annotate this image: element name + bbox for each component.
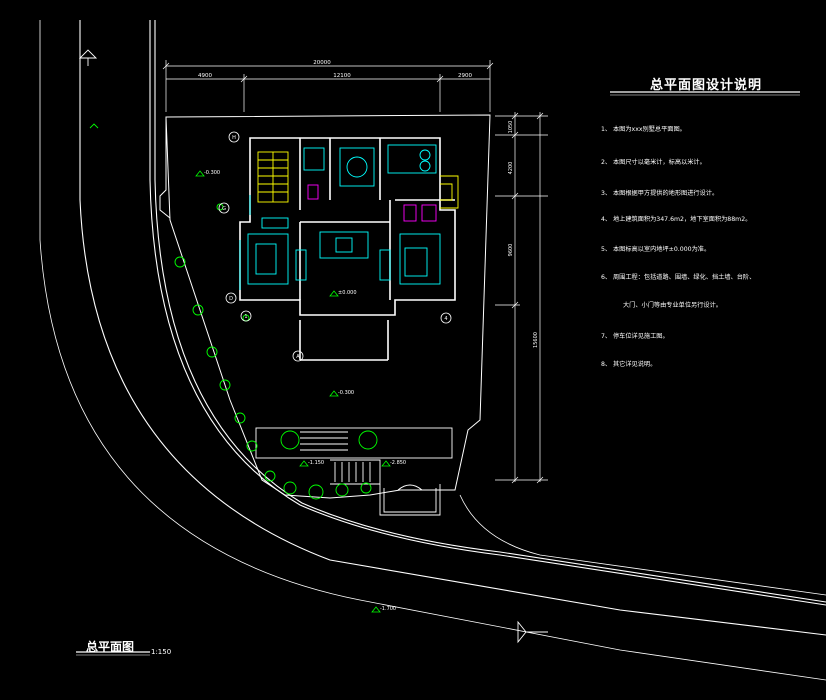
dim-v4: 15600 bbox=[533, 332, 539, 348]
dim-v1: 1050 bbox=[508, 121, 514, 134]
note-text: 本图为xxx别墅总平面图。 bbox=[613, 126, 686, 133]
note-item: 7、停车位详见施工图。 bbox=[601, 333, 669, 341]
note-number: 4、 bbox=[601, 216, 612, 223]
elev-2: ±0.000 bbox=[338, 290, 357, 296]
note-number: 8、 bbox=[601, 361, 612, 368]
stairs bbox=[257, 151, 459, 209]
road bbox=[39, 20, 826, 681]
note-number: 3、 bbox=[601, 190, 612, 197]
note-text: 本图标高以室内地坪±0.000为准。 bbox=[613, 246, 711, 253]
note-text: 本图根据甲方提供的地形图进行设计。 bbox=[613, 190, 719, 197]
note-number: 1、 bbox=[601, 126, 612, 133]
property-boundary bbox=[159, 114, 491, 499]
elev-1: -0.300 bbox=[204, 170, 220, 176]
axis-bubbles bbox=[218, 131, 452, 362]
right-dimensions bbox=[495, 112, 548, 484]
note-number: 5、 bbox=[601, 246, 612, 253]
note-item: 8、其它详见说明。 bbox=[601, 361, 656, 369]
note-text: 本图尺寸以毫米计，标高以米计。 bbox=[613, 159, 706, 166]
note-item: 1、本图为xxx别墅总平面图。 bbox=[601, 126, 686, 134]
bathroom-fixtures bbox=[307, 184, 437, 222]
axis-1: 1 bbox=[244, 314, 247, 320]
note-item: 5、本图标高以室内地坪±0.000为准。 bbox=[601, 246, 710, 254]
elev-5: -2.850 bbox=[390, 460, 406, 466]
trees bbox=[174, 203, 378, 500]
note-number: 7、 bbox=[601, 333, 612, 340]
dim-left: 4900 bbox=[198, 73, 212, 79]
note-item: 2、本图尺寸以毫米计，标高以米计。 bbox=[601, 159, 706, 167]
axis-d: D bbox=[229, 296, 233, 302]
plan-scale: 1:150 bbox=[151, 648, 172, 656]
dim-v3: 9600 bbox=[508, 244, 514, 257]
lamp-icon bbox=[78, 49, 98, 66]
room-fixtures bbox=[239, 144, 441, 290]
note-text: 大门、小门等由专业单位另行设计。 bbox=[623, 302, 722, 309]
note-number: 6、 bbox=[601, 274, 612, 281]
notes-title: 总平面图设计说明 bbox=[650, 78, 763, 93]
axis-4: 4 bbox=[444, 316, 447, 322]
note-item: 大门、小门等由专业单位另行设计。 bbox=[623, 302, 722, 310]
note-number: 2、 bbox=[601, 159, 612, 166]
note-text: 地上建筑面积为347.6m2，地下室面积为88m2。 bbox=[613, 216, 752, 223]
elev-3: -0.300 bbox=[338, 390, 354, 396]
axis-g: G bbox=[222, 206, 226, 212]
dim-total: 20000 bbox=[313, 60, 331, 66]
note-text: 其它详见说明。 bbox=[613, 361, 657, 368]
dim-middle: 12100 bbox=[333, 73, 351, 79]
axis-h: H bbox=[232, 135, 236, 141]
title-underline bbox=[76, 91, 800, 656]
note-item: 4、地上建筑面积为347.6m2，地下室面积为88m2。 bbox=[601, 216, 751, 224]
note-item: 3、本图根据甲方提供的地形图进行设计。 bbox=[601, 190, 718, 198]
elevation-marks bbox=[195, 170, 391, 613]
elev-4: -1.150 bbox=[308, 460, 324, 466]
note-text: 周围工程：包括道路、围墙、绿化、挡土墙、台阶、 bbox=[613, 274, 756, 281]
house-walls bbox=[239, 137, 456, 361]
plan-title: 总平面图 bbox=[86, 640, 135, 654]
dim-right: 2900 bbox=[458, 73, 472, 79]
top-dimensions bbox=[162, 60, 494, 112]
note-item: 6、周围工程：包括道路、围墙、绿化、挡土墙、台阶、 bbox=[601, 274, 755, 282]
dim-v2: 4200 bbox=[508, 162, 514, 175]
gate-marker-icon bbox=[517, 620, 548, 644]
arrow-icon bbox=[89, 123, 99, 129]
elev-6: -1.700 bbox=[380, 606, 396, 612]
note-text: 停车位详见施工图。 bbox=[613, 333, 669, 340]
axis-a: A bbox=[296, 354, 300, 360]
